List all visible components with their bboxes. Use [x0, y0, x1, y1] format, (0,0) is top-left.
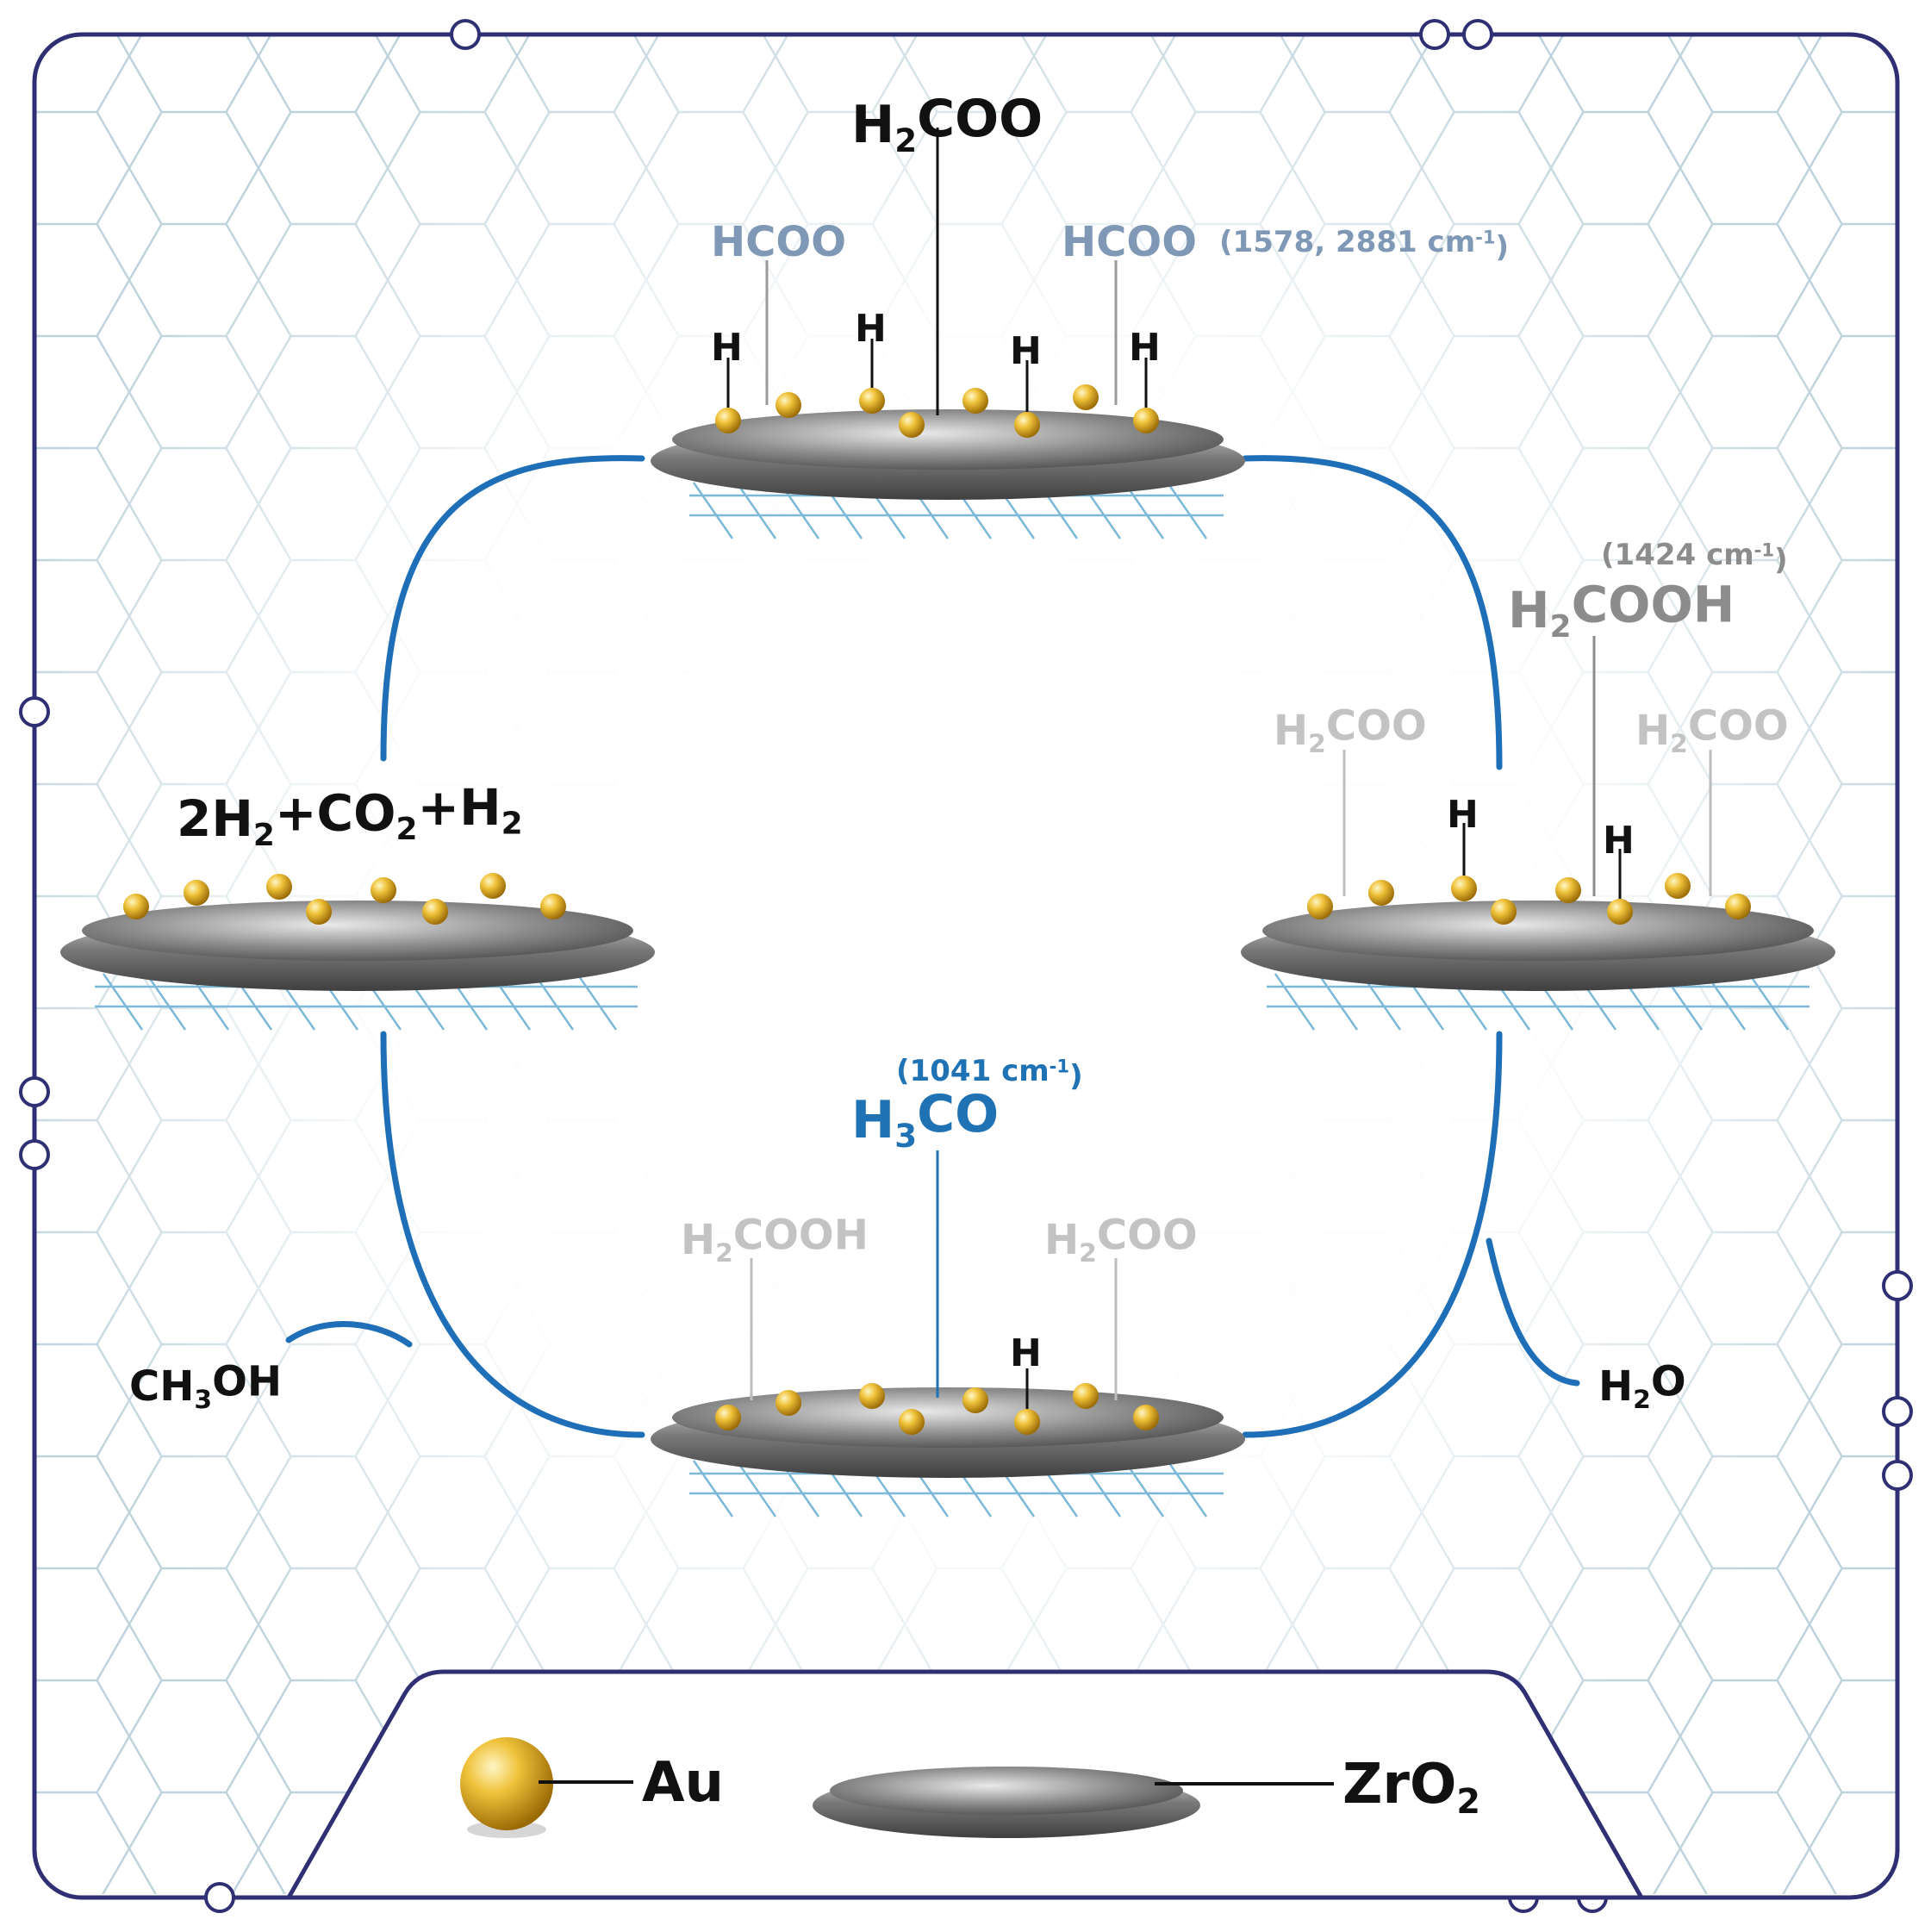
right-h-label-1: H [1447, 793, 1479, 837]
top-h-label-2: H [855, 307, 887, 351]
right-main-label: H2COOH [1508, 575, 1735, 644]
top-h-label-4: H [1129, 326, 1161, 370]
right-side-left-label: H2COO [1274, 702, 1427, 759]
right-h-label-2: H [1603, 819, 1635, 863]
zro2-disk-top [651, 409, 1245, 539]
right-side-right-label: H2COO [1635, 702, 1789, 759]
legend-au-label: Au [642, 1751, 724, 1815]
product-water-label: H2O [1598, 1358, 1686, 1415]
top-main-label: H2COO [851, 89, 1043, 159]
frame-nodes [19, 19, 1913, 1913]
bottom-wavenumber-label: (1041 cm-1) [896, 1054, 1083, 1094]
au-particles-left [123, 873, 566, 925]
label-connectors [726, 128, 1712, 1409]
legend-au-swatch [460, 1737, 553, 1830]
bottom-h-label: H [1010, 1331, 1042, 1375]
au-particles-right [1307, 873, 1751, 925]
bottom-main-label: H3CO [851, 1084, 999, 1155]
bottom-side-right-label: H2COO [1044, 1212, 1198, 1268]
left-reactants-label: 2H2+CO2+H2 [177, 778, 523, 853]
zro2-disk-bottom [651, 1387, 1245, 1518]
right-wavenumber-label: (1424 cm-1) [1601, 538, 1788, 577]
product-methanol-label: CH3OH [129, 1358, 282, 1415]
zro2-disk-right [1241, 901, 1835, 1031]
top-hcoo-left-label: HCOO [711, 218, 846, 266]
bottom-side-left-label: H2COOH [681, 1212, 869, 1268]
legend-panel: Au ZrO2 [284, 1669, 1646, 1900]
legend-zro2-label: ZrO2 [1342, 1753, 1480, 1822]
top-h-label-1: H [711, 326, 743, 370]
au-particles-top [715, 384, 1159, 438]
zro2-disk-left [60, 901, 655, 1031]
top-wavenumber-label: (1578, 2881 cm-1) [1219, 225, 1509, 265]
top-hcoo-right-label: HCOO [1062, 218, 1197, 266]
cycle-arrows [285, 455, 1580, 1438]
top-h-label-3: H [1010, 329, 1042, 373]
au-particles-bottom [715, 1383, 1159, 1435]
